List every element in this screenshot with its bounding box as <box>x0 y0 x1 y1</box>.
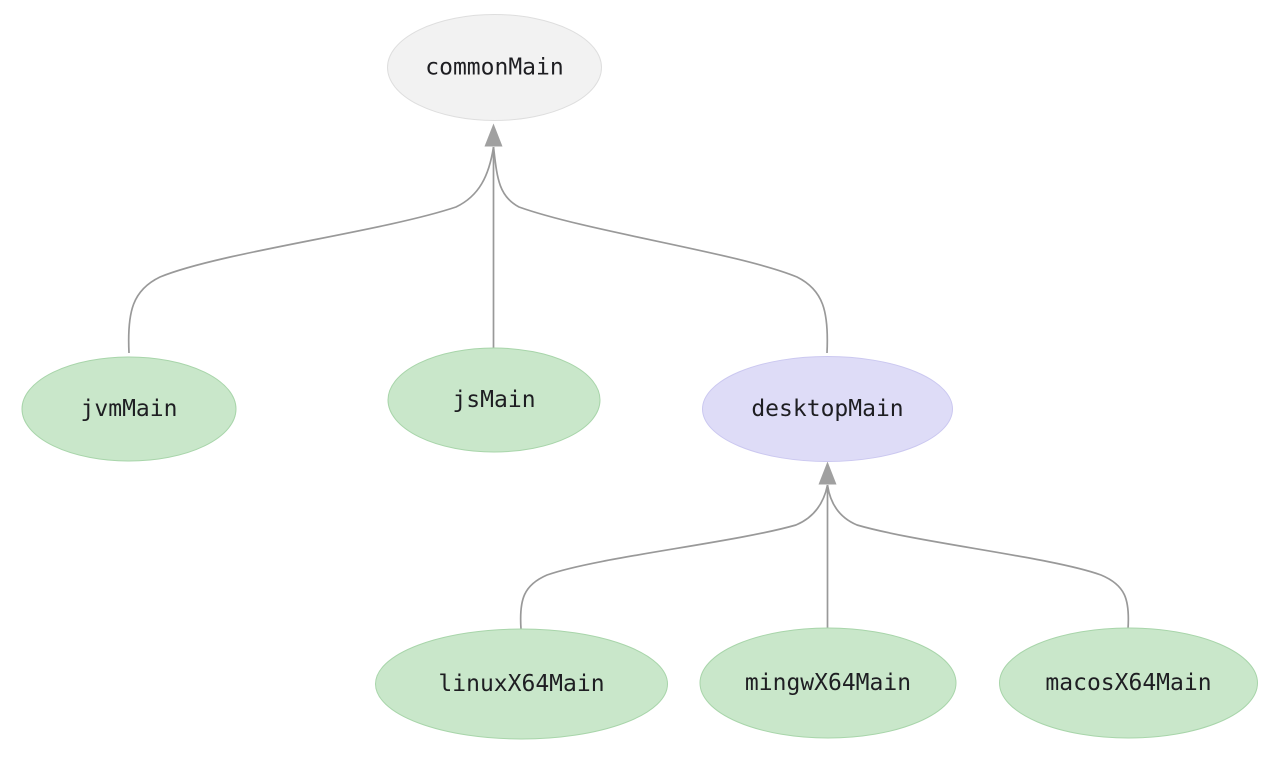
node-label-linuxX64Main: linuxX64Main <box>438 671 604 697</box>
node-desktopMain: desktopMain <box>702 356 953 462</box>
arrowhead-into-commonMain-icon <box>484 123 503 147</box>
node-macosX64Main: macosX64Main <box>999 627 1258 739</box>
node-label-desktopMain: desktopMain <box>751 396 903 422</box>
edge-macosX64Main-to-desktopMain <box>826 484 1130 630</box>
edge-jvmMain-to-commonMain <box>127 146 495 354</box>
node-label-commonMain: commonMain <box>425 55 563 81</box>
node-commonMain: commonMain <box>387 14 602 121</box>
node-mingwX64Main: mingwX64Main <box>699 627 957 739</box>
node-shape-jsMain <box>387 347 601 453</box>
node-jsMain: jsMain <box>387 347 601 453</box>
node-label-macosX64Main: macosX64Main <box>1045 670 1211 696</box>
edge-linuxX64Main-to-desktopMain <box>519 484 829 630</box>
node-linuxX64Main: linuxX64Main <box>375 628 668 740</box>
node-shape-desktopMain <box>702 356 953 462</box>
node-jvmMain: jvmMain <box>21 356 237 462</box>
node-shape-macosX64Main <box>999 627 1258 739</box>
edge-desktopMain-to-commonMain <box>492 146 829 354</box>
node-shape-mingwX64Main <box>699 627 957 739</box>
node-label-mingwX64Main: mingwX64Main <box>745 670 911 696</box>
arrowhead-into-desktopMain-icon <box>818 461 837 485</box>
node-shape-commonMain <box>387 14 602 121</box>
node-shape-jvmMain <box>21 356 237 462</box>
node-label-jvmMain: jvmMain <box>81 396 178 422</box>
node-shape-linuxX64Main <box>375 628 668 740</box>
node-label-jsMain: jsMain <box>452 387 535 413</box>
